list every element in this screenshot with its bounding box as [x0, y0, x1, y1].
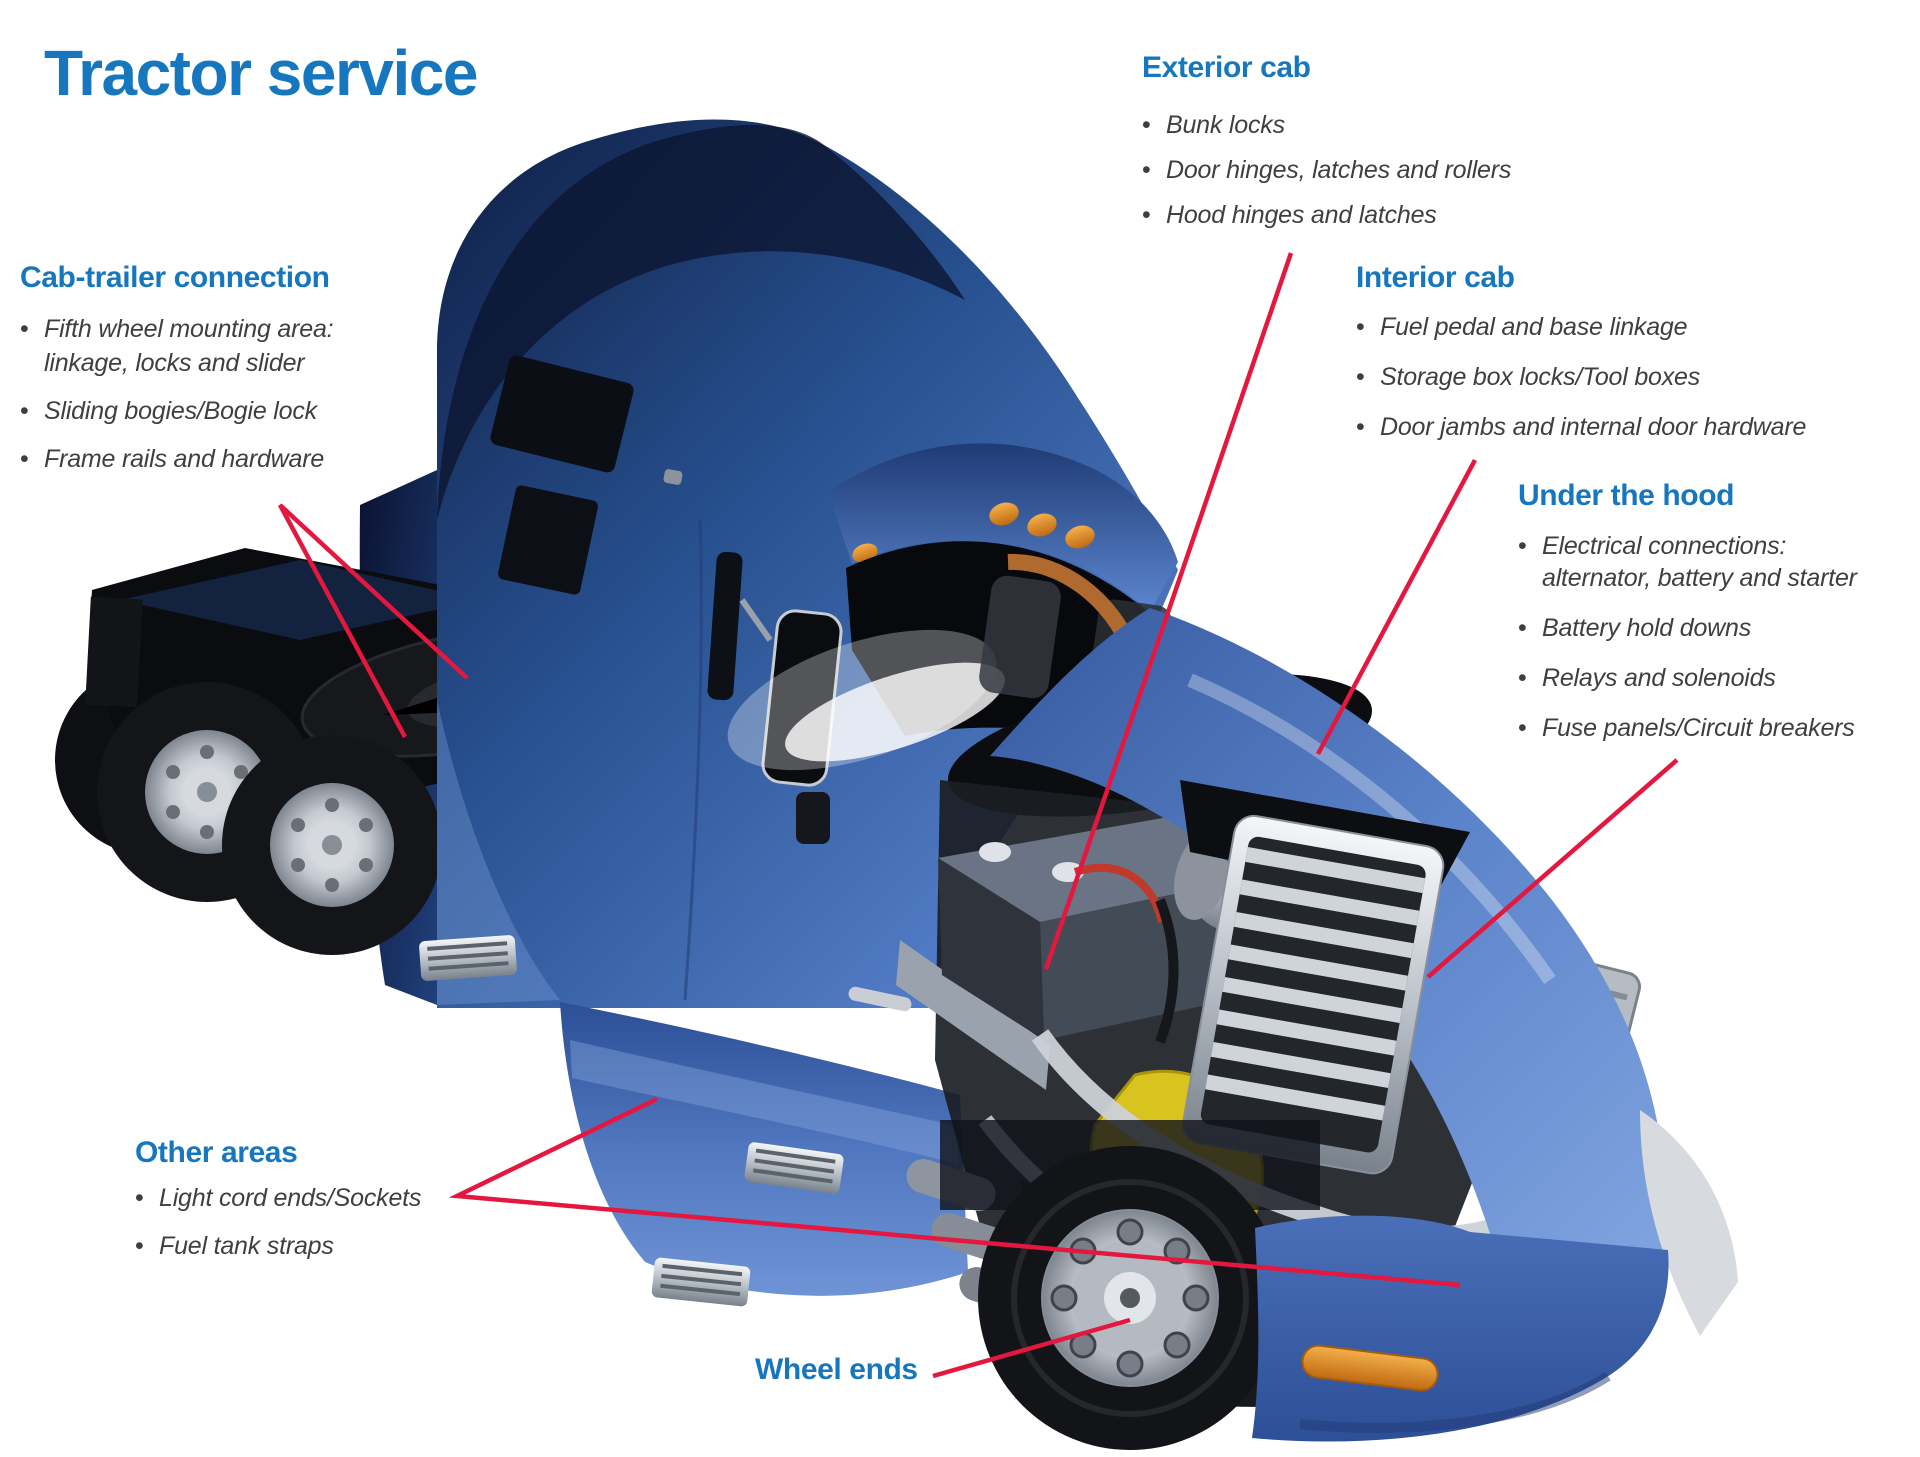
bullet-icon: • [20, 445, 29, 473]
callout-line-interior-cab [1316, 458, 1477, 756]
list-item-line: alternator, battery and starter [1542, 564, 1857, 592]
bullet-icon: • [135, 1232, 144, 1260]
bullet-icon: • [1142, 201, 1151, 229]
list-item-line: Light cord ends/Sockets [159, 1184, 422, 1212]
list-item: • Battery hold downs [1518, 612, 1857, 644]
section-exterior-cab: Exterior cab • Bunk locks • Door hinges,… [1142, 50, 1511, 230]
list-item: • Hood hinges and latches [1142, 200, 1511, 230]
callout-line-wheel-ends [932, 1317, 1131, 1379]
list-item: • Fuel pedal and base linkage [1356, 312, 1806, 342]
list-item-line: Fuse panels/Circuit breakers [1542, 714, 1855, 742]
bullet-icon: • [1518, 532, 1527, 560]
rear-wheel-2 [222, 735, 442, 955]
list-item-line: Bunk locks [1166, 111, 1285, 139]
sleeper-window-lower [498, 485, 598, 595]
callout-line-under-hood [1426, 758, 1679, 979]
section-under-the-hood: Under the hood • Electrical connections:… [1518, 478, 1857, 744]
list-item: • Door jambs and internal door hardware [1356, 412, 1806, 442]
list-item: • Relays and solenoids [1518, 662, 1857, 694]
list-item: • Fuel tank straps [135, 1231, 421, 1261]
page-title: Tractor service [44, 37, 478, 109]
bullet-list: • Bunk locks • Door hinges, latches and … [1142, 110, 1511, 230]
list-item: • Bunk locks [1142, 110, 1511, 140]
bullet-icon: • [1518, 664, 1527, 692]
list-item: • Light cord ends/Sockets [135, 1183, 421, 1213]
bullet-list: • Electrical connections: alternator, ba… [1518, 530, 1857, 744]
marker-light [1065, 525, 1095, 549]
list-item: • Storage box locks/Tool boxes [1356, 362, 1806, 392]
section-heading: Interior cab [1356, 261, 1515, 294]
callout-line-other-areas [448, 1096, 1461, 1288]
section-wheel-ends: Wheel ends [755, 1352, 918, 1388]
cab-visor [828, 443, 1178, 612]
callout-line-cab-trailer [278, 503, 469, 739]
section-interior-cab: Interior cab • Fuel pedal and base linka… [1356, 260, 1806, 442]
list-item: • Fuse panels/Circuit breakers [1518, 712, 1857, 744]
bullet-list: • Fifth wheel mounting area: linkage, lo… [20, 312, 334, 476]
turn-signal [1301, 1344, 1439, 1392]
bullet-icon: • [1142, 111, 1151, 139]
list-item-line: Fifth wheel mounting area: [44, 315, 334, 343]
list-item-line: Fuel tank straps [159, 1232, 334, 1260]
list-item: • Sliding bogies/Bogie lock [20, 394, 333, 428]
list-item-line: Electrical connections: [1542, 532, 1787, 560]
section-heading: Wheel ends [755, 1353, 918, 1386]
list-item-line: Sliding bogies/Bogie lock [44, 397, 317, 425]
list-item-line: Fuel pedal and base linkage [1380, 313, 1688, 341]
bullet-icon: • [1518, 714, 1527, 742]
list-item: • Fifth wheel mounting area: linkage, lo… [20, 312, 334, 380]
section-other-areas: Other areas • Light cord ends/Sockets • … [135, 1135, 421, 1261]
list-item: • Electrical connections: alternator, ba… [1518, 530, 1857, 594]
bullet-icon: • [1356, 313, 1365, 341]
list-item-line: Hood hinges and latches [1166, 201, 1437, 229]
list-item-line: Storage box locks/Tool boxes [1380, 363, 1701, 391]
section-cab-trailer-connection: Cab-trailer connection • Fifth wheel mou… [20, 260, 334, 476]
list-item-line: linkage, locks and slider [44, 349, 305, 377]
bullet-list: • Fuel pedal and base linkage • Storage … [1356, 312, 1806, 442]
list-item-line: Frame rails and hardware [44, 445, 325, 473]
list-item: • Frame rails and hardware [20, 442, 333, 476]
list-item-line: Door jambs and internal door hardware [1380, 413, 1807, 441]
bullet-icon: • [1518, 614, 1527, 642]
bullet-icon: • [20, 315, 29, 343]
section-heading: Cab-trailer connection [20, 261, 330, 294]
list-item-line: Relays and solenoids [1542, 664, 1776, 692]
list-item-line: Battery hold downs [1542, 614, 1752, 642]
marker-light [989, 502, 1019, 526]
section-heading: Under the hood [1518, 479, 1735, 512]
bullet-icon: • [135, 1184, 144, 1212]
bullet-list: • Light cord ends/Sockets • Fuel tank st… [135, 1183, 421, 1261]
list-item-line: Door hinges, latches and rollers [1166, 156, 1512, 184]
section-heading: Other areas [135, 1136, 298, 1169]
sleeper-window-upper [490, 355, 634, 473]
bullet-icon: • [20, 397, 29, 425]
section-heading: Exterior cab [1142, 51, 1311, 84]
truck-side-fairing [419, 935, 968, 1307]
truck-front-end [1252, 1215, 1669, 1442]
callout-lines [278, 252, 1679, 1379]
callout-line-exterior-cab [1043, 252, 1294, 970]
bullet-icon: • [1142, 156, 1151, 184]
marker-light [1027, 513, 1057, 537]
list-item: • Door hinges, latches and rollers [1142, 155, 1511, 185]
bullet-icon: • [1356, 363, 1365, 391]
bullet-icon: • [1356, 413, 1365, 441]
truck-grille [1180, 780, 1470, 1175]
